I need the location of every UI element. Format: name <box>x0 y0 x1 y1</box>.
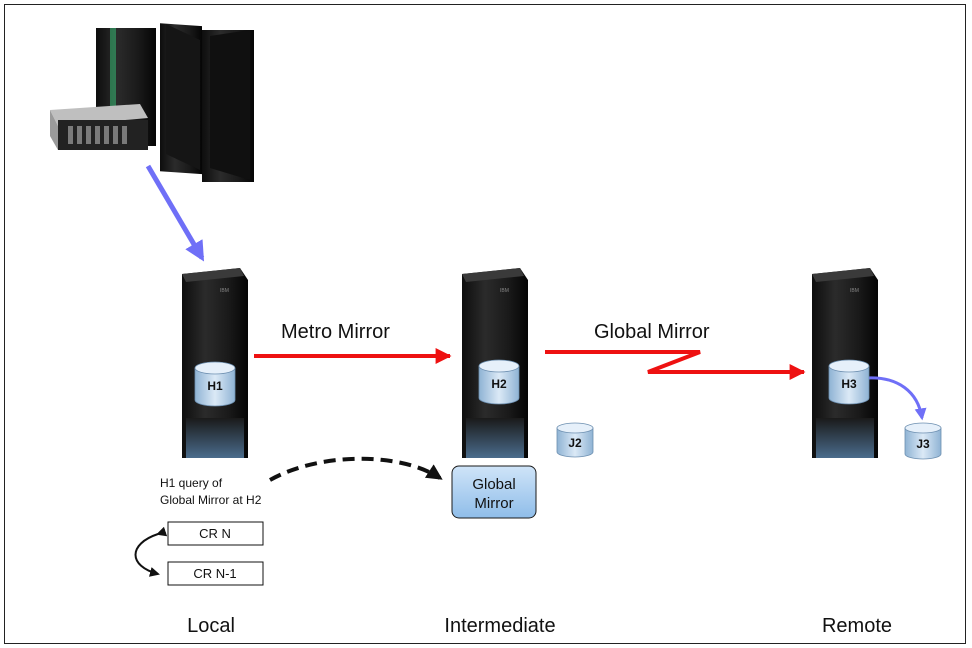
query-dashed-arrow <box>269 456 443 482</box>
cr-rotation-arrow <box>134 526 168 577</box>
journal-j3-icon: J3 <box>904 422 942 460</box>
journal-j2-icon: J2 <box>556 422 594 458</box>
global-mirror-arrow <box>545 350 806 380</box>
consistency-record-previous: CR N-1 <box>167 561 264 586</box>
volume-h2-label: H2 <box>491 377 507 391</box>
svg-text:IBM: IBM <box>500 288 509 294</box>
global-mirror-label: Global Mirror <box>594 321 710 343</box>
volume-h1-icon: H1 <box>194 361 236 407</box>
cr-current-label: CR N <box>199 526 231 541</box>
journal-j3-label: J3 <box>916 437 930 451</box>
metro-mirror-label: Metro Mirror <box>281 321 390 343</box>
site-intermediate-label: Intermediate <box>444 615 555 637</box>
svg-text:IBM: IBM <box>850 288 859 294</box>
global-mirror-box-line2: Mirror <box>474 495 513 512</box>
diagram-frame <box>4 4 966 644</box>
query-note-line2: Global Mirror at H2 <box>160 493 262 507</box>
mainframe-host-icon <box>50 23 254 182</box>
volume-h1-label: H1 <box>207 379 223 393</box>
host-io-arrow <box>145 164 205 262</box>
global-mirror-session-box: Global Mirror <box>451 465 537 519</box>
global-mirror-box-line1: Global <box>472 476 515 493</box>
cr-previous-label: CR N-1 <box>193 566 236 581</box>
query-note-line1: H1 query of <box>160 476 223 490</box>
site-local-label: Local <box>187 615 235 637</box>
volume-h3-icon: H3 <box>828 359 870 405</box>
volume-h2-icon: H2 <box>478 359 520 405</box>
journal-j2-label: J2 <box>568 436 582 450</box>
svg-text:IBM: IBM <box>220 288 229 294</box>
consistency-record-current: CR N <box>167 521 264 546</box>
storage-system-intermediate-icon: IBM <box>462 268 528 458</box>
flashcopy-arrow <box>865 376 927 421</box>
site-remote-label: Remote <box>822 615 892 637</box>
volume-h3-label: H3 <box>841 377 857 391</box>
